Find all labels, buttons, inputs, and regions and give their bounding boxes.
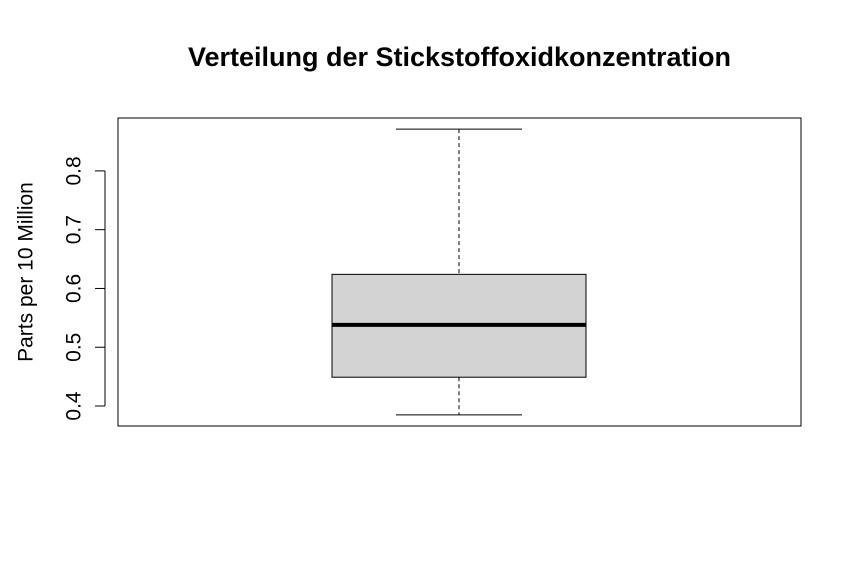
y-axis-ticks: 0.4 0.5 0.6 0.7 0.8 <box>63 156 105 421</box>
plot-frame <box>117 117 802 427</box>
y-tick-label: 0.6 <box>63 274 86 303</box>
y-tick-label: 0.8 <box>63 156 86 185</box>
y-tick-label: 0.7 <box>63 215 86 244</box>
y-tick-label: 0.4 <box>63 391 86 421</box>
y-axis-label: Parts per 10 Million <box>15 182 38 362</box>
chart-title: Verteilung der Stickstoffoxidkonzentrati… <box>187 42 732 72</box>
y-tick-label: 0.5 <box>63 333 86 362</box>
